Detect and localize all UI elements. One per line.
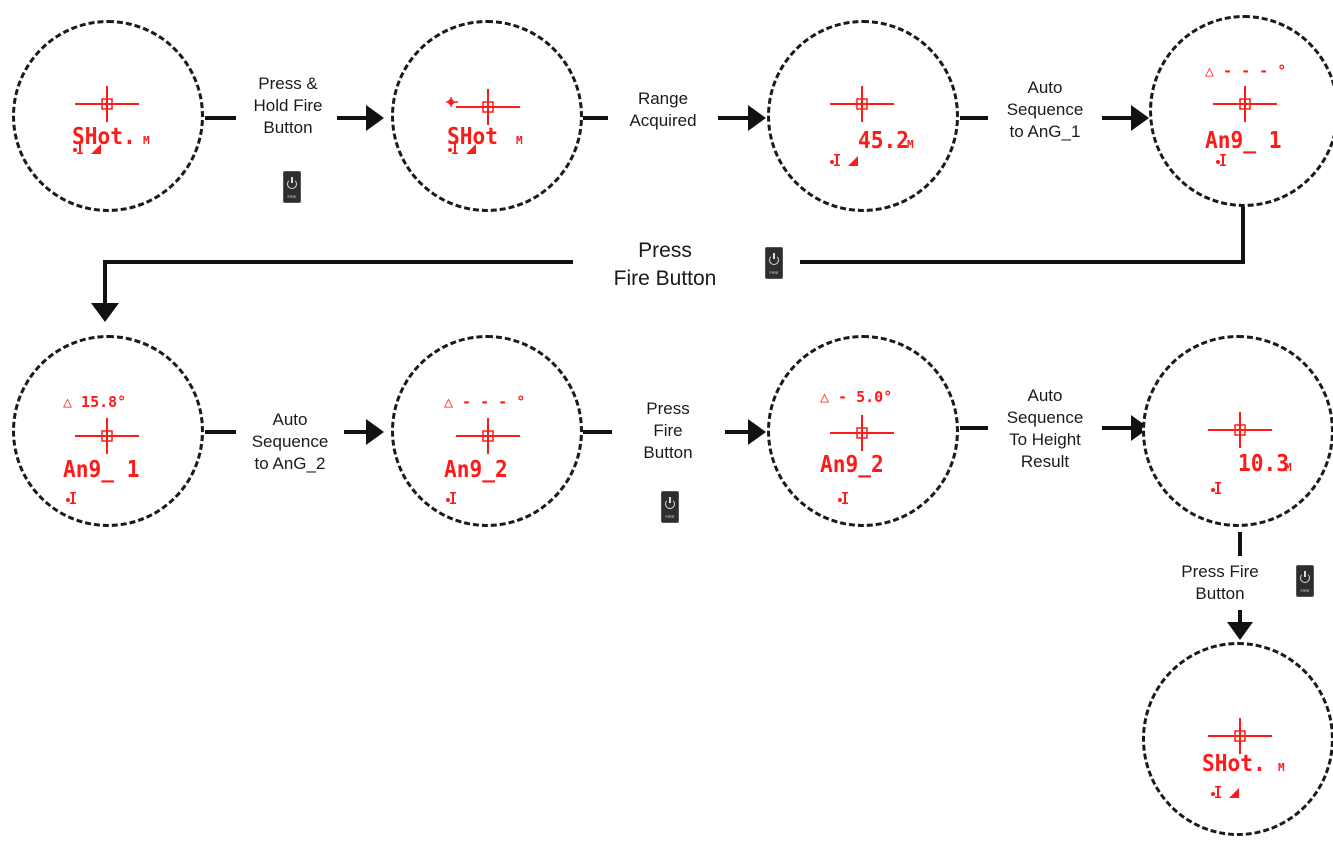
label-press-fire-button-mid: Press Fire Button (643, 399, 693, 462)
viewfinder-screen-ang1-pending (1149, 15, 1333, 207)
connector-4-5 (800, 205, 1245, 264)
lcd-main-text: SHot. (72, 124, 136, 150)
label-press-fire-button-final: Press Fire Button (1181, 562, 1259, 603)
viewfinder-screen-height-result (1142, 335, 1333, 527)
arrowhead-3 (1131, 105, 1149, 131)
viewfinder-screen-shot-ready (12, 20, 204, 212)
lcd-main-text: An9_ 1 (1205, 128, 1282, 154)
arrowhead-6 (748, 419, 766, 445)
viewfinder-screen-ang2-result (767, 335, 959, 527)
lcd-angle-readout: △ - - - ° (1205, 62, 1287, 80)
viewfinder-screen-ang2-pending (391, 335, 583, 527)
fire-button-icon: FIRE (1296, 565, 1314, 597)
viewfinder-screen-range-result (767, 20, 959, 212)
arrowhead-5 (366, 419, 384, 445)
label-auto-sequence-height: Auto Sequence To Height Result (1006, 386, 1084, 471)
arrowhead-8 (1227, 622, 1253, 640)
fire-button-icon: FIRE (661, 491, 679, 523)
arrowhead-4 (91, 303, 119, 322)
fire-button-icon: FIRE (283, 171, 301, 203)
viewfinder-screen-shot-firing (391, 20, 583, 212)
lcd-angle-readout: △ 15.8° (63, 393, 127, 411)
lcd-angle-readout: △ - 5.0° (820, 388, 893, 406)
label-range-acquired: Range Acquired (629, 89, 697, 130)
viewfinder-screen-shot-return (1142, 642, 1333, 836)
label-auto-sequence-ang1: Auto Sequence to AnG_1 (1006, 78, 1084, 141)
lcd-main-text: An9_2 (444, 457, 508, 483)
lcd-unit: M (907, 138, 914, 151)
label-press-hold-fire: Press & Hold Fire Button (253, 74, 323, 137)
lcd-angle-readout: △ - - - ° (444, 393, 526, 411)
lcd-main-text: 10.3 (1238, 451, 1289, 477)
viewfinder-screen-ang1-result (12, 335, 204, 527)
lcd-main-text: An9_2 (820, 452, 884, 478)
lcd-unit: M (143, 134, 150, 147)
lcd-unit: M (516, 134, 523, 147)
label-auto-sequence-ang2: Auto Sequence to AnG_2 (251, 410, 329, 473)
arrowhead-2 (748, 105, 766, 131)
lcd-main-text: SHot (447, 124, 498, 150)
lcd-main-text: An9_ 1 (63, 457, 140, 483)
arrowhead-1 (366, 105, 384, 131)
fire-button-icon: FIRE (765, 247, 783, 279)
lcd-unit: M (1278, 761, 1285, 774)
arrowhead-7 (1131, 415, 1149, 441)
connector-4-5b (103, 260, 573, 305)
lcd-main-text: 45.2 (858, 128, 909, 154)
lcd-unit: M (1285, 461, 1292, 474)
lcd-main-text: SHot. (1202, 751, 1266, 777)
label-press-fire-button-center: Press Fire Button (613, 239, 717, 290)
